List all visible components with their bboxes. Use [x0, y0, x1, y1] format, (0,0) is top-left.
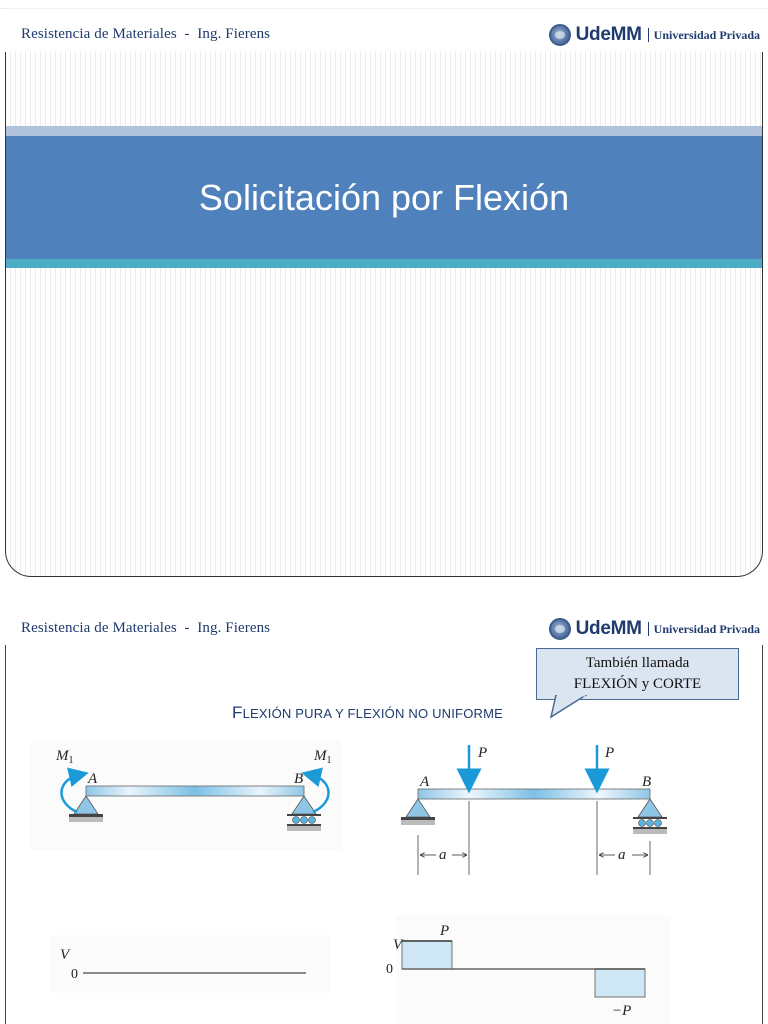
shear-positive-label: P: [439, 923, 449, 939]
slide-title: Solicitación por Flexión: [198, 176, 570, 218]
course-title: Resistencia de Materiales - Ing. Fierens: [21, 620, 271, 636]
shear-diagram-nonuniform: V 0 P −P: [386, 915, 671, 1024]
logo-subtitle: Universidad Privada: [653, 621, 760, 636]
support-label-a: A: [87, 771, 98, 787]
logo-brand: UdeMM: [575, 618, 642, 639]
university-seal-icon: [548, 618, 571, 640]
shear-negative-label: −P: [612, 1003, 631, 1019]
university-seal-icon: [548, 24, 571, 46]
title-band-top: [6, 126, 762, 136]
title-band: Solicitación por Flexión: [6, 136, 762, 259]
shear-axis-label: V: [393, 937, 404, 953]
load-label-left: P: [477, 745, 487, 761]
heading-rest: LEXIÓN PURA Y FLEXIÓN NO UNIFORME: [242, 706, 503, 721]
slide-header: Resistencia de Materiales - Ing. Fierens…: [0, 16, 768, 56]
nonuniform-bending-diagram: P P A B a a: [401, 745, 667, 875]
course-title: Resistencia de Materiales - Ing. Fierens: [21, 26, 271, 42]
callout-line-1: También llamada: [585, 655, 690, 671]
university-logo: UdeMM Universidad Privada: [548, 614, 760, 644]
title-band-bottom: [6, 259, 762, 268]
dimension-a-right: a: [618, 847, 626, 863]
shear-zero-label: 0: [71, 967, 78, 982]
shear-axis-label: V: [60, 947, 71, 963]
shear-zero-label: 0: [386, 962, 393, 977]
title-slide: Solicitación por Flexión: [5, 52, 763, 577]
section-heading: FLEXIÓN PURA Y FLEXIÓN NO UNIFORME: [232, 703, 503, 723]
shear-diagram-pure: V 0: [51, 935, 331, 993]
logo-divider: [647, 622, 649, 636]
content-slide: También llamada FLEXIÓN y CORTE FLEXIÓN …: [5, 645, 763, 1024]
support-label-a: A: [419, 774, 430, 790]
support-label-b: B: [642, 774, 651, 790]
moment-label-right: M1: [313, 748, 332, 766]
heading-initial: F: [232, 703, 243, 722]
callout-line-2: FLEXIÓN y CORTE: [573, 676, 702, 692]
slide-header: Resistencia de Materiales - Ing. Fierens…: [0, 610, 768, 650]
support-label-b: B: [294, 771, 303, 787]
callout-pointer: [549, 695, 588, 719]
pure-bending-diagram: M1 M1 A B: [31, 740, 341, 850]
callout-box: También llamada FLEXIÓN y CORTE: [536, 648, 739, 700]
page-separator: [0, 8, 768, 9]
load-label-right: P: [604, 745, 614, 761]
dimension-a-left: a: [439, 847, 447, 863]
logo-divider: [647, 28, 649, 42]
logo-brand: UdeMM: [575, 24, 642, 45]
university-logo: UdeMM Universidad Privada: [548, 20, 760, 50]
logo-subtitle: Universidad Privada: [653, 27, 760, 42]
moment-label-left: M1: [55, 748, 74, 766]
